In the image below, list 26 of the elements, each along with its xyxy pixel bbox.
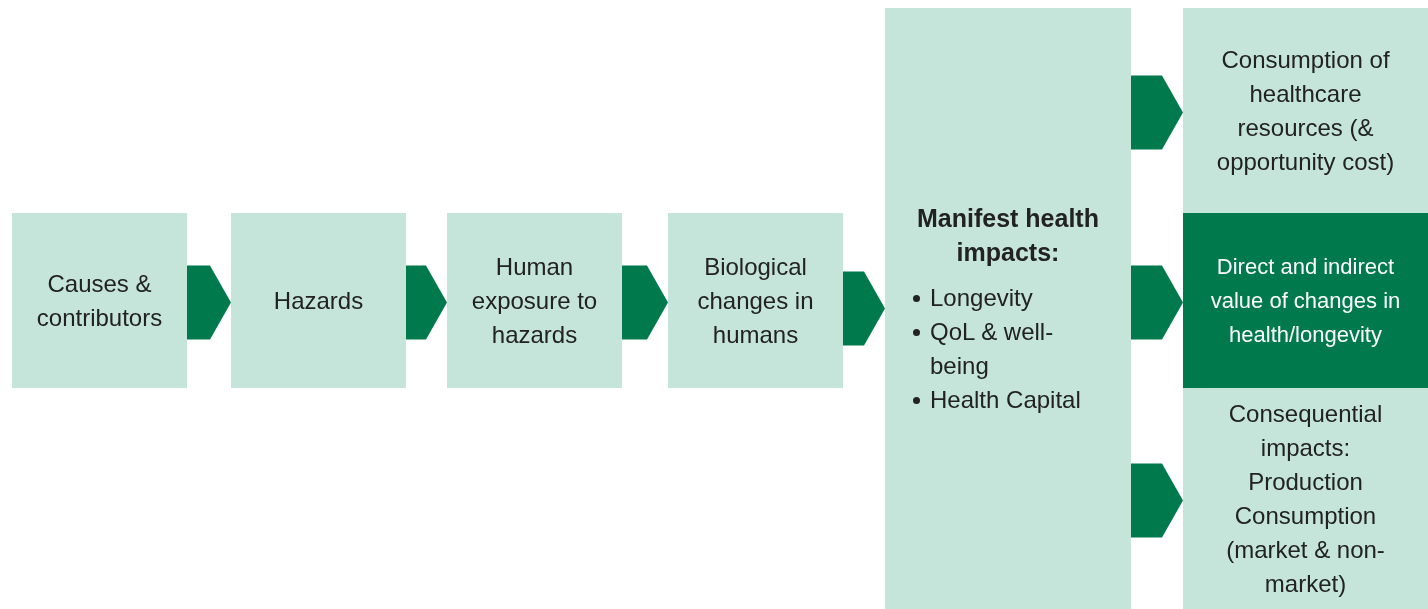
box-label: Direct and indirect value of changes in health/longevity: [1209, 252, 1402, 349]
process-box: [447, 213, 622, 388]
process-box: [885, 8, 1131, 609]
chevron-arrow: [406, 265, 447, 340]
chevron-arrow: [843, 271, 885, 346]
box-label: Hazards: [273, 285, 364, 316]
process-box: [1183, 213, 1428, 388]
process-box: [12, 213, 187, 388]
bullet-item: Health Capital: [930, 384, 1081, 415]
box-heading: Manifest health impacts:: [916, 202, 1100, 268]
chevron-arrow: [1131, 265, 1183, 340]
chevron-arrow: [1131, 75, 1183, 150]
process-box: [668, 213, 843, 388]
process-box: [1183, 8, 1428, 213]
box-label: Human exposure to hazards: [470, 251, 599, 350]
chevron-arrow: [187, 265, 231, 340]
process-box: [1183, 388, 1428, 609]
box-label: Consumption of healthcare resources (& opportunity cost): [1215, 44, 1396, 177]
chevron-arrow: [1131, 463, 1183, 538]
process-box: [231, 213, 406, 388]
box-label: Consequential impacts: Production Consumption (market & non-market): [1225, 398, 1386, 599]
box-label: Causes & contributors: [35, 268, 164, 333]
bullet-item: QoL & well-being: [930, 316, 1055, 381]
box-label: Biological changes in humans: [696, 251, 815, 350]
bullet-item: Longevity: [930, 282, 1033, 313]
chevron-arrow: [622, 265, 668, 340]
